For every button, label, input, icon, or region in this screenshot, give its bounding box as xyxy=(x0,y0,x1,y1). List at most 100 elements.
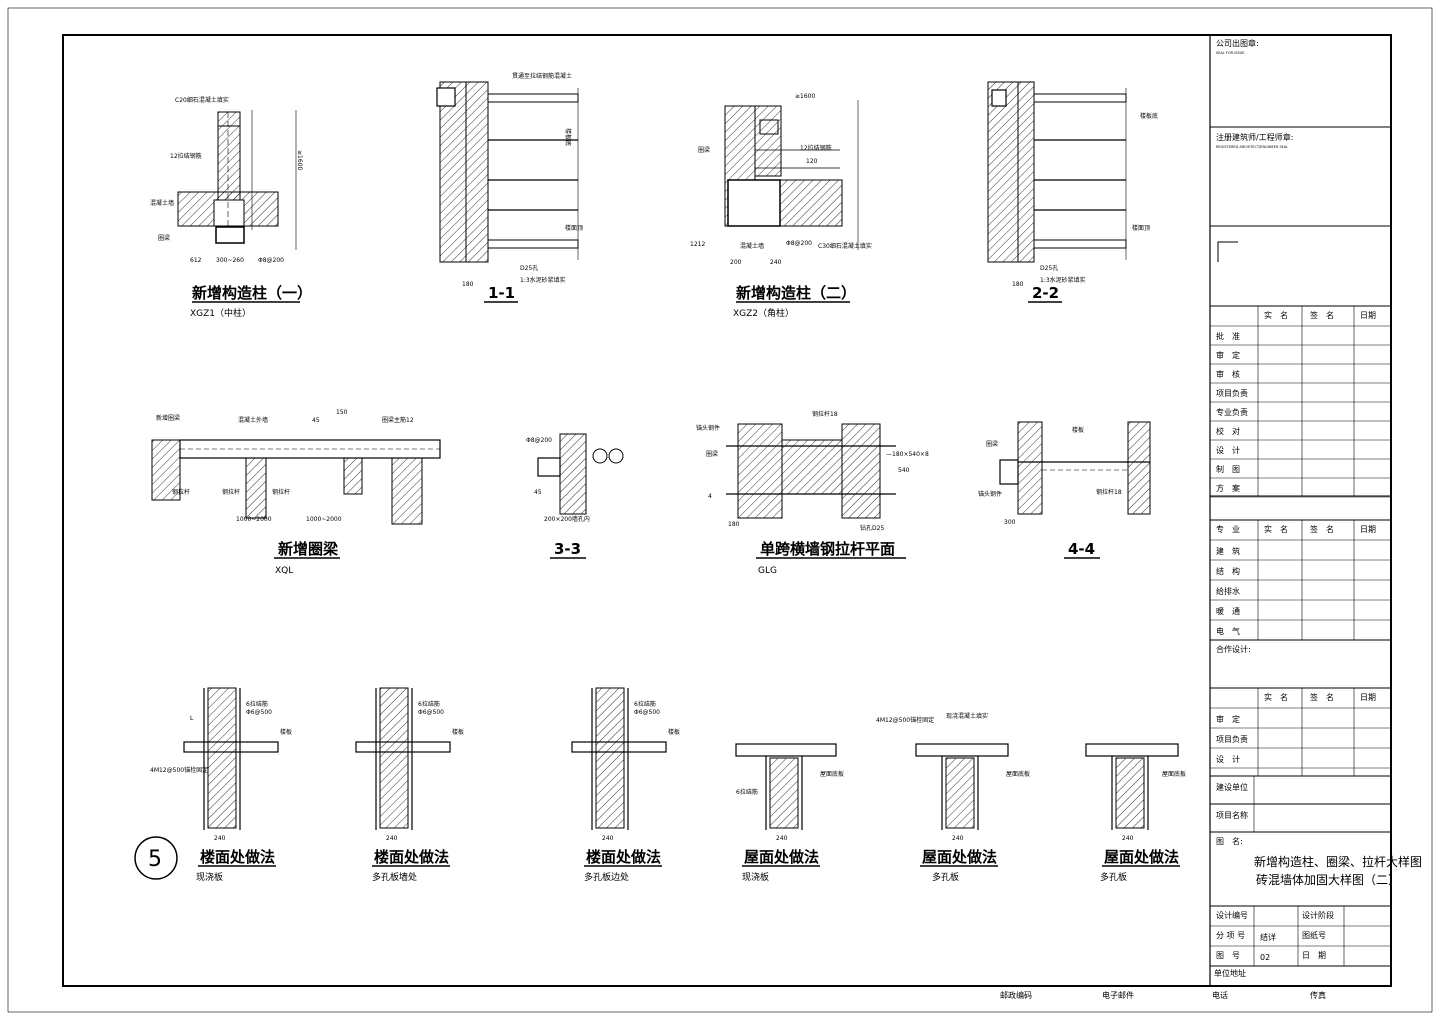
dim-300-260: 300~260 xyxy=(216,257,244,264)
lashed-label-b: 12拉结钢筋 xyxy=(800,144,832,152)
dim-120-b: 120 xyxy=(806,158,818,165)
dim-45: 45 xyxy=(312,417,320,424)
ring-beam-label-b: 圈梁 xyxy=(698,146,710,154)
tb-bottom-row: 项目负责 xyxy=(1216,734,1248,744)
tb-design-no: 设计编号 xyxy=(1216,910,1248,920)
dim-200-b: 200 xyxy=(730,259,742,266)
ring-main-label: 圈梁主筋12 xyxy=(382,416,414,424)
lashed-label: 12拉结钢筋 xyxy=(170,152,202,160)
detail-xql: 新增圈梁 混凝土外墙 圈梁主筋12 45 150 钢拉杆 钢拉杆 钢拉杆 100… xyxy=(151,409,441,576)
tb-architect-en: REGISTERED ARCHITECT/ENGINEER SEAL xyxy=(1216,145,1288,149)
tb-bot-col-name: 实 名 xyxy=(1264,692,1288,702)
d25-label: D25孔 xyxy=(520,264,538,272)
tb-drawing-name-label: 图 名: xyxy=(1216,836,1243,846)
dim-180-c: 180 xyxy=(1012,281,1024,288)
tb-project: 项目名称 xyxy=(1216,810,1248,820)
steel-rod-label-a: 钢拉杆 xyxy=(172,488,190,496)
tie-bar-label-d: 6拉结筋 xyxy=(736,788,758,796)
dim-8200-b: Φ8@200 xyxy=(786,240,812,247)
sub-xgz2: XGZ2（角柱） xyxy=(733,307,794,319)
tie-bar-label-c: 6拉结筋 xyxy=(634,700,656,708)
tb-spec-col-sign: 签 名 xyxy=(1310,524,1334,534)
title-xql: 新增圈梁 xyxy=(278,540,339,558)
tb-bottom-row: 设 计 xyxy=(1216,754,1240,764)
dim-300: 300 xyxy=(1004,519,1016,526)
dim-180-d: 180 xyxy=(728,521,740,528)
sub-floor-1: 现浇板 xyxy=(196,871,223,883)
dim-45-b: 45 xyxy=(534,489,542,496)
top-plate-label-c: 楼板 xyxy=(668,728,680,736)
tb-category-val: 结详 xyxy=(1260,932,1276,942)
detail-xgz2: ≥1600 120 12拉结钢筋 圈梁 混凝土墙 C30细石混凝土填实 1212… xyxy=(690,93,872,319)
detail-xgz1: C20细石混凝土填实 12拉结钢筋 混凝土墙 圈梁 612 300~260 Φ8… xyxy=(150,96,312,319)
tb-sign-row: 审 定 xyxy=(1216,350,1240,360)
tb-architect: 注册建筑师/工程师章: xyxy=(1216,132,1293,142)
dim-1600: ≥1600 xyxy=(296,150,303,170)
tb-drawing-name-1: 新增构造柱、圈梁、拉杆大样图 xyxy=(1254,854,1422,869)
title-xgz2: 新增构造柱（二） xyxy=(736,284,856,302)
c20-label: C20细石混凝土填实 xyxy=(175,96,229,104)
dim-1000-2000-a: 1000~2000 xyxy=(236,516,272,523)
tb-info-grid: 设计编号 设计阶段 分 项 号 结详 图纸号 图 号 02 日 期 xyxy=(1210,906,1391,966)
tb-bottom-sign-table: 实 名 签 名 日期 xyxy=(1210,688,1391,776)
tie-bar-label-a: 6拉结筋 xyxy=(246,700,268,708)
detail-number: 5 xyxy=(148,847,162,872)
sub-roof-1: 现浇板 xyxy=(742,871,769,883)
dim-1212: 1212 xyxy=(690,241,705,248)
footer-postcode: 邮政编码 xyxy=(1000,990,1032,1000)
title-4-4: 4-4 xyxy=(1068,540,1095,558)
tb-date: 日 期 xyxy=(1302,951,1326,960)
dim-612: 612 xyxy=(190,257,202,264)
tb-sign-row: 项目负责 xyxy=(1216,388,1248,398)
hole25-label: 钻孔D25 xyxy=(860,524,884,532)
tb-spec-row: 电 气 xyxy=(1216,626,1240,636)
steel-rod-label-c: 钢拉杆 xyxy=(272,488,290,496)
sub-floor-2: 多孔板墙处 xyxy=(372,871,417,883)
tb-signature-table: 实 名 签 名 日期 xyxy=(1210,306,1391,496)
tb-spec-header: 专 业 xyxy=(1216,524,1240,534)
dim-180-a: 180 xyxy=(462,281,474,288)
tb-sign-row: 制 图 xyxy=(1216,464,1240,474)
tie-bar-label-b: 6拉结筋 xyxy=(418,700,440,708)
dim-8200: Φ8@200 xyxy=(258,257,284,264)
detail-floor-1: 6拉结筋 Φ6@500 楼板 4M12@500锚栓固定 240 L 5 楼面处做… xyxy=(134,687,292,883)
detail-floor-3: 6拉结筋 Φ6@500 楼板 240 楼面处做法 多孔板边处 xyxy=(571,687,680,883)
tb-sign-row: 方 案 xyxy=(1216,483,1240,493)
footer-fax: 传真 xyxy=(1310,990,1326,1000)
roof-bottom-label-c: 屋面底板 xyxy=(1162,770,1186,778)
title-1-1: 1-1 xyxy=(488,284,515,302)
tb-sign-row: 设 计 xyxy=(1216,445,1240,455)
detail-roof-2: 4M12@500锚栓固定 现浇混凝土填实 屋面底板 240 屋面处做法 多孔板 xyxy=(876,712,1030,883)
ring-beam-label-c: 圈梁 xyxy=(706,450,718,458)
section-4-4: 圈梁 楼板 锚头钢件 钢拉杆18 300 4-4 xyxy=(978,421,1151,559)
mortar-label-b: 1:3水泥砂浆填实 xyxy=(1040,276,1086,284)
tb-sheet-no: 图纸号 xyxy=(1302,930,1326,940)
title-glg: 单跨横墙钢拉杆平面 xyxy=(760,540,895,558)
anchor-label-b: 锚头钢件 xyxy=(978,490,1002,498)
detail-floor-2: 6拉结筋 Φ6@500 楼板 240 楼面处做法 多孔板墙处 xyxy=(355,687,464,883)
footer: 邮政编码 电子邮件 电话 传真 xyxy=(1000,990,1326,1000)
tb-col-date: 日期 xyxy=(1360,311,1376,320)
dim-240-j: 240 xyxy=(1122,835,1134,842)
section-3-3: Φ8@200 45 200×200墙孔内 3-3 xyxy=(526,433,624,559)
dim-240-e: 240 xyxy=(214,835,226,842)
floor-bottom-label: 楼面顶 xyxy=(565,224,583,232)
tb-spec-row: 给排水 xyxy=(1216,586,1240,596)
outer-frame xyxy=(7,7,1433,1013)
tb-sign-row: 校 对 xyxy=(1216,426,1240,436)
dim-6500-c: Φ6@500 xyxy=(634,709,660,716)
title-floor-2: 楼面处做法 xyxy=(374,848,449,866)
dim-L-a: L xyxy=(190,715,194,722)
tb-bot-col-sign: 签 名 xyxy=(1310,692,1334,702)
tb-coop: 合作设计: xyxy=(1216,644,1251,654)
ring-beam-label-d: 圈梁 xyxy=(986,440,998,448)
top-plate-label: 楼板 xyxy=(1072,426,1084,434)
tb-unit-address: 单位地址 xyxy=(1214,968,1246,978)
hole-200-label: 200×200墙孔内 xyxy=(544,515,590,523)
sub-xgz1: XGZ1（中柱） xyxy=(190,307,251,319)
dim-240-f: 240 xyxy=(386,835,398,842)
tb-spec-row: 建 筑 xyxy=(1216,546,1240,556)
tb-spec-row: 暖 通 xyxy=(1216,606,1240,616)
anchor-bolt-a: 4M12@500锚栓固定 xyxy=(150,766,208,774)
floor-bottom-label-b: 楼面顶 xyxy=(1132,224,1150,232)
